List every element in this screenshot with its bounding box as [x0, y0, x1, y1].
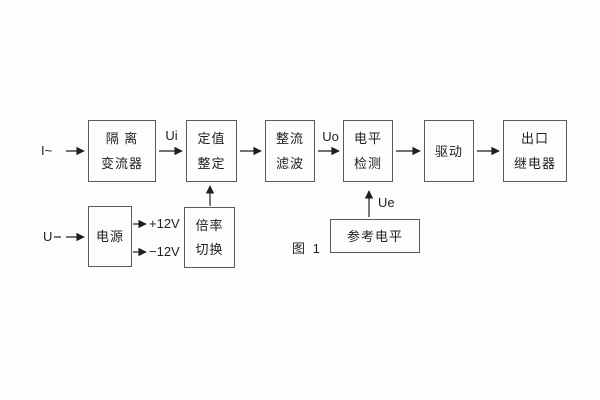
block-label-line: 电源	[95, 229, 124, 244]
figure-caption: 图 1	[292, 241, 322, 256]
block-label-line: 整定	[197, 155, 226, 171]
block-label-line: 切换	[195, 242, 224, 257]
signal-label-input-voltage: U	[43, 229, 53, 244]
signal-label-ui: Ui	[165, 128, 178, 143]
block-label-line: 定值	[197, 131, 226, 147]
signal-label-input-current: I~	[41, 143, 53, 158]
block-label-line: 隔 离	[105, 131, 139, 147]
block-label-line: 继电器	[513, 155, 556, 171]
block-output-relay: 出口 继电器	[503, 120, 567, 182]
signal-label-uo: Uo	[322, 129, 339, 144]
block-ratio-switch: 倍率 切换	[184, 207, 235, 268]
signal-label-ue: Ue	[378, 195, 395, 210]
block-setting-adjustment: 定值 整定	[186, 120, 237, 182]
block-label-line: 滤波	[275, 155, 304, 171]
block-isolation-transformer: 隔 离 变流器	[88, 120, 156, 182]
block-rectifier-filter: 整流 滤波	[265, 120, 315, 182]
signal-label-negative-rail: −12V	[149, 244, 180, 259]
signal-label-positive-rail: +12V	[149, 216, 180, 231]
block-driver: 驱动	[424, 120, 474, 182]
block-label-line: 参考电平	[346, 228, 403, 244]
block-label-line: 检测	[353, 155, 382, 171]
block-level-detector: 电平 检测	[343, 120, 393, 182]
block-reference-level: 参考电平	[330, 219, 420, 253]
block-power-supply: 电源	[88, 206, 132, 267]
block-label-line: 驱动	[434, 143, 463, 159]
block-label-line: 变流器	[100, 155, 143, 171]
block-label-line: 整流	[275, 131, 304, 147]
block-label-line: 倍率	[195, 218, 224, 233]
block-label-line: 出口	[520, 131, 549, 147]
block-label-line: 电平	[353, 131, 382, 147]
